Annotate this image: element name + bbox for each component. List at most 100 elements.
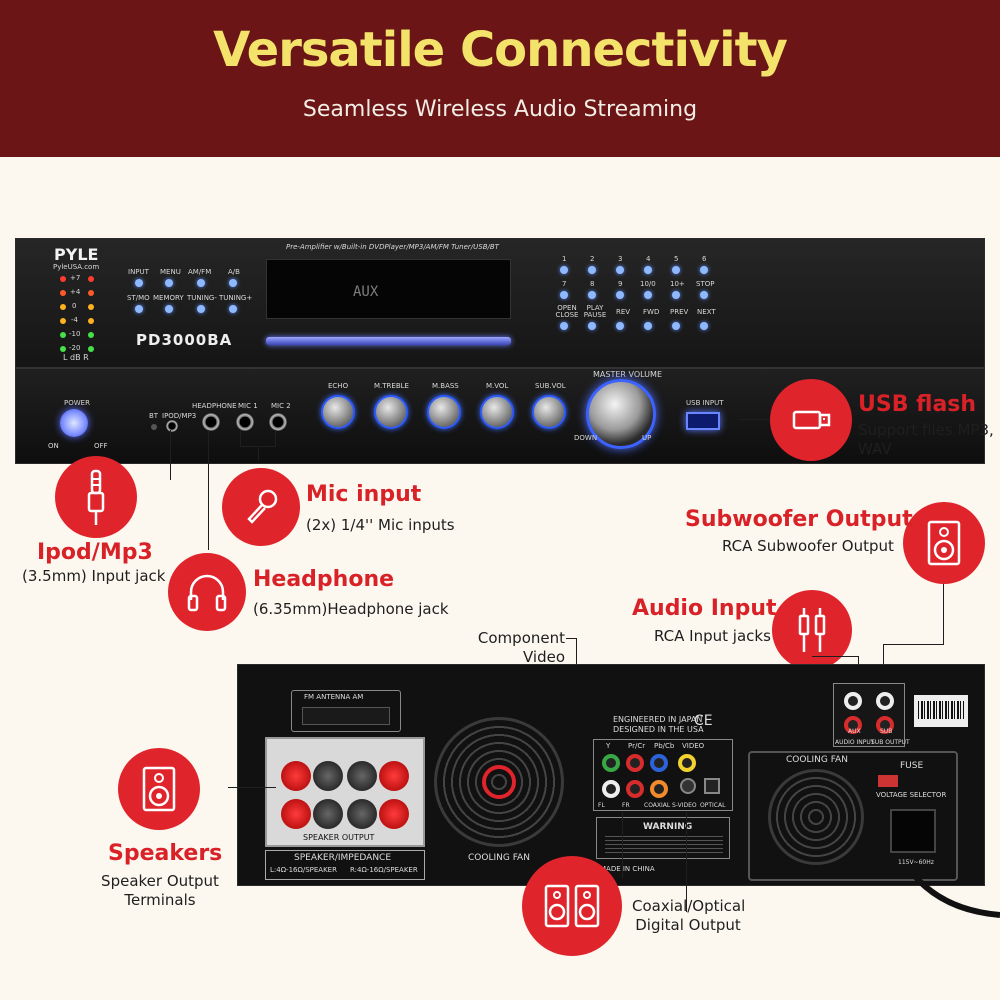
video-jack[interactable] — [678, 754, 696, 772]
usb-port[interactable] — [686, 412, 720, 430]
key-6-button[interactable] — [700, 266, 708, 274]
speaker-terminal-red[interactable] — [379, 761, 409, 791]
am-fm-button[interactable] — [197, 279, 205, 287]
bass-knob[interactable] — [427, 395, 461, 429]
bottom-jack-label: S-VIDEO — [672, 802, 697, 809]
display-text: AUX — [353, 284, 379, 300]
stop-button[interactable] — [700, 291, 708, 299]
power-socket[interactable] — [890, 809, 936, 853]
speakers-callout-sub: Speaker Output Terminals — [101, 872, 219, 909]
speaker-terminal-red[interactable] — [281, 799, 311, 829]
st-mo-button[interactable] — [135, 305, 143, 313]
sub-vol-knob[interactable] — [532, 395, 566, 429]
key-7-button[interactable] — [560, 291, 568, 299]
component-pr-jack[interactable] — [626, 754, 644, 772]
mic2-jack[interactable] — [269, 413, 287, 431]
power-button[interactable] — [60, 409, 88, 437]
key-label: 10+ — [670, 280, 685, 288]
key-1-button[interactable] — [560, 266, 568, 274]
video-label: Pb/Cb — [654, 742, 675, 750]
key-8-button[interactable] — [588, 291, 596, 299]
memory-button[interactable] — [165, 305, 173, 313]
key-label: 8 — [590, 280, 595, 288]
key-4-button[interactable] — [644, 266, 652, 274]
speaker-terminal-black[interactable] — [347, 799, 377, 829]
mic-vol-knob[interactable] — [480, 395, 514, 429]
treble-knob[interactable] — [374, 395, 408, 429]
mic1-jack[interactable] — [236, 413, 254, 431]
connector-line — [812, 656, 859, 657]
coaxial-jack[interactable] — [650, 780, 668, 798]
connector-line — [622, 812, 623, 878]
s-video-jack[interactable] — [680, 778, 696, 794]
sub-out-left-jack[interactable] — [876, 692, 894, 710]
headphone-jack[interactable] — [202, 413, 220, 431]
video-label: Pr/Cr — [628, 742, 646, 750]
prev-button[interactable] — [672, 322, 680, 330]
voltage-selector-label: VOLTAGE SELECTOR — [876, 791, 947, 799]
key-label: OPEN CLOSE — [555, 304, 579, 319]
audio-jack-icon — [55, 456, 137, 538]
subwoofer-speaker-icon — [903, 502, 985, 584]
play-pause-button[interactable] — [588, 322, 596, 330]
number-keypad: 1 2 3 4 5 6 7 8 9 10/0 10+ STOP OPEN CLO… — [544, 253, 724, 333]
vu-label: +4 — [70, 288, 81, 296]
antenna-terminals[interactable] — [302, 707, 390, 725]
connector-line — [943, 584, 944, 644]
rev-button[interactable] — [616, 322, 624, 330]
menu-button[interactable] — [165, 279, 173, 287]
key-3-button[interactable] — [616, 266, 624, 274]
usb-callout-title: USB flash — [858, 392, 977, 417]
disc-slot[interactable] — [266, 337, 511, 345]
speaker-terminal-red[interactable] — [379, 799, 409, 829]
key-label: 3 — [618, 255, 623, 263]
tuning-up-button[interactable] — [229, 305, 237, 313]
tuning-down-button[interactable] — [197, 305, 205, 313]
speaker-terminal-red[interactable] — [281, 761, 311, 791]
warning-text-lines — [605, 836, 723, 854]
component-y-jack[interactable] — [602, 754, 620, 772]
fwd-button[interactable] — [644, 322, 652, 330]
key-label: FWD — [643, 308, 660, 316]
sub-out-right-jack[interactable] — [876, 716, 894, 734]
key-10-0-button[interactable] — [644, 291, 652, 299]
a-b-button[interactable] — [229, 279, 237, 287]
power-cable — [907, 868, 1000, 918]
button-label: MENU — [160, 268, 181, 276]
mic2-label: MIC 2 — [271, 402, 291, 410]
speaker-terminal-black[interactable] — [313, 799, 343, 829]
voltage-switch[interactable] — [878, 775, 898, 787]
vu-led — [88, 346, 94, 352]
key-9-button[interactable] — [616, 291, 624, 299]
next-button[interactable] — [700, 322, 708, 330]
speakers-pair-icon — [522, 856, 622, 956]
aux-in-left-jack[interactable] — [844, 692, 862, 710]
vu-meter: +7 +4 0 -4 -10 -20 — [56, 272, 106, 360]
usb-flash-drive-icon — [770, 379, 852, 461]
master-volume-knob[interactable] — [586, 379, 656, 449]
component-pb-jack[interactable] — [650, 754, 668, 772]
cooling-fan-1-label: COOLING FAN — [468, 853, 530, 863]
aux-in-right-jack[interactable] — [844, 716, 862, 734]
open-close-button[interactable] — [560, 322, 568, 330]
fan-hub — [482, 765, 516, 799]
optical-port[interactable] — [704, 778, 720, 794]
subwoofer-callout-sub: RCA Subwoofer Output — [722, 537, 894, 555]
mic1-label: MIC 1 — [238, 402, 258, 410]
vu-footer: L dB R — [63, 353, 89, 362]
fr-jack[interactable] — [626, 780, 644, 798]
input-button[interactable] — [135, 279, 143, 287]
key-2-button[interactable] — [588, 266, 596, 274]
ipod-mp3-jack[interactable] — [166, 420, 178, 432]
key-10-plus-button[interactable] — [672, 291, 680, 299]
key-5-button[interactable] — [672, 266, 680, 274]
vu-label: -20 — [69, 344, 81, 352]
av-output-block: Y Pr/Cr Pb/Cb VIDEO FL FR COAXIAL S-VIDE… — [593, 739, 733, 811]
speaker-terminal-black[interactable] — [347, 761, 377, 791]
speaker-terminal-black[interactable] — [313, 761, 343, 791]
power-on-label: ON — [48, 442, 59, 450]
fl-jack[interactable] — [602, 780, 620, 798]
master-volume-label: MASTER VOLUME — [593, 370, 662, 379]
impedance-left: L:4Ω-16Ω/SPEAKER — [270, 866, 337, 874]
echo-knob[interactable] — [321, 395, 355, 429]
